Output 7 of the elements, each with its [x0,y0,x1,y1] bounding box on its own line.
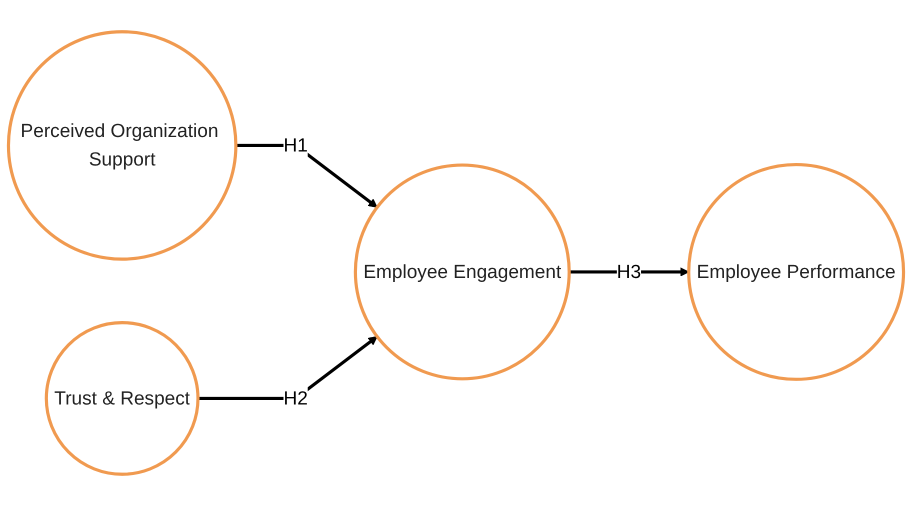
edge-label: H2 [283,387,308,408]
node-circle: Employee Performance [687,162,906,381]
node-circle: Employee Engagement [354,163,571,380]
edge-label: H1 [283,134,308,156]
node-circle: Trust & Respect [44,321,200,476]
node-circle: Perceived Organization Support [6,30,238,261]
edge-label: H3 [616,260,642,282]
